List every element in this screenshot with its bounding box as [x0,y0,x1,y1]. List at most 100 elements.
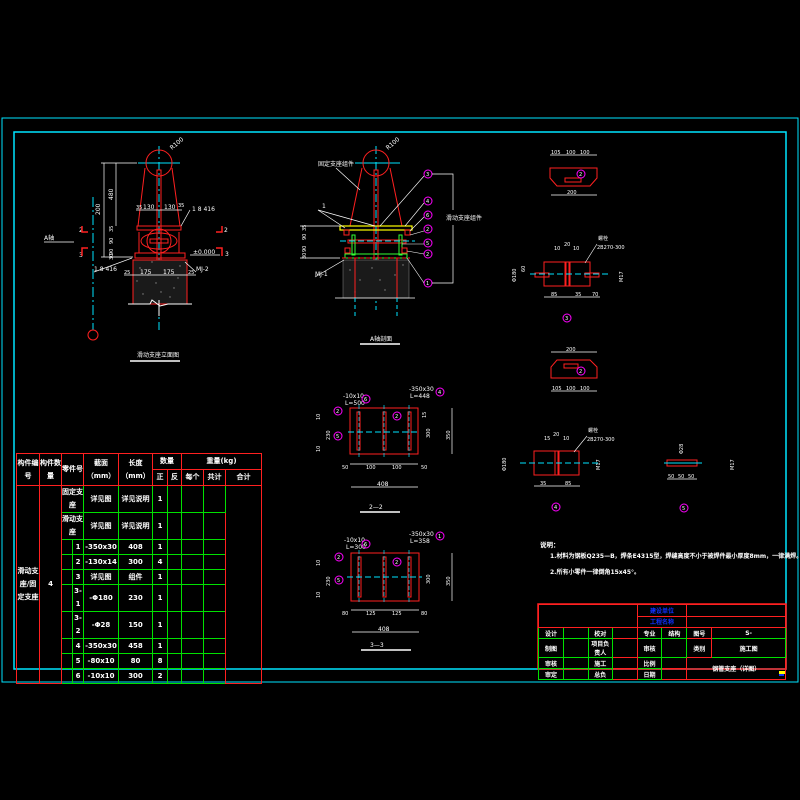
callout-number: 4 [426,199,429,205]
cell-length: 300 [118,554,153,570]
tb-cell: 日期 [636,668,663,680]
header-weight-sum: 合计 [225,469,262,486]
tb-cell [661,657,688,669]
axis-label: M17 [619,271,625,282]
cell-item: 3-2 [72,611,84,639]
header-section: 截面（mm） [83,453,119,486]
callout-number: 5 [336,434,339,440]
dim-text: 350 [446,576,452,586]
detail-2: 15 20 10 螺栓 2B270-300 Φ180 35 85 M17 4 [502,427,615,512]
dim-text: 125 [392,611,402,617]
dim-text: Φ180 [502,458,508,471]
dim-text: 230 [326,430,332,440]
callout-number: 2 [337,555,340,561]
cell-length: 230 [118,584,153,612]
tb-cell: 总负 [587,668,613,680]
view-title: 2—2 [369,504,383,511]
tb-cell: 审核 [538,657,564,669]
dim-text: 25 [124,270,130,276]
dim-text: 35 [575,292,581,298]
cell-item: 2 [72,554,84,570]
callout-number: 1 [426,281,429,287]
cell-item: 滑动支座 [61,512,84,540]
tb-cell [611,638,638,658]
dim-text: 350 [446,430,452,440]
dim-text: 70 [592,292,598,298]
dim-text: 100 [366,465,376,471]
cell-item: 6 [72,668,84,684]
dim-text: 10 [316,560,322,566]
cell-item: 5 [72,653,84,669]
section-2-2-view: -10x10 L=500 6 -350x30 L=448 4 2 2 5 50 … [316,386,453,513]
dim-text: 130 [143,204,155,211]
cell-qty: 1 [152,611,168,639]
dim-text: Φ180 [512,269,518,282]
concrete-pier [132,259,188,305]
table-row: 5 -80x10 80 8 [17,653,262,669]
dim-text: 105 [551,150,561,156]
cell-length: 详见说明 [118,485,153,513]
header-qty-neg: 反 [167,469,182,486]
callout-number: 2 [579,172,582,178]
dim-text: 100 [580,386,590,392]
dim-text: 10 [563,436,569,442]
header-part-qty: 构件数量 [39,453,62,486]
callout-number: 5 [426,241,429,247]
dim-text: 85 [551,292,557,298]
header-length: 长度（mm） [118,453,153,486]
cell-qty: 1 [152,638,168,654]
dim-text: 90 [302,234,308,240]
callout-number: 6 [364,397,367,403]
dim-text: 300 [426,574,432,584]
table-row: 滑动支座 详见图 详见说明 1 [17,512,262,540]
cell-length: 150 [118,611,153,639]
plate-length: L=300 [346,544,366,551]
group-qty: 4 [39,485,62,684]
cell-section: -Φ28 [83,611,119,639]
title-block-table: 建设单位 工程名称 设计 校对 专业 结构 图号 S- 制图 项目负责人 审核 … [538,604,786,680]
dim-text: 50 [668,474,674,480]
dim-text: 100 [580,150,590,156]
weld-label: 1 8 416 [192,206,215,213]
dim-text: 10 [316,592,322,598]
view-title: 3—3 [370,642,384,649]
dim-text: 408 [377,481,389,488]
dim-text: 85 [565,481,571,487]
callout-number: 3 [565,316,568,322]
detail-3: Φ28 50 50 50 M17 5 [664,444,736,513]
header-weight-each: 每个 [181,469,204,486]
dim-text: 200 [567,190,577,196]
cell-item: 4 [72,638,84,654]
client-label: 建设单位 [636,604,688,617]
dim-text: 35 [302,225,308,231]
dim-text: 50 [342,465,348,471]
dim-text: 35 [178,203,184,209]
cell-section: -350x30 [83,539,119,555]
cell-item: 3-1 [72,584,84,612]
header-item-no: 零件号 [61,453,84,486]
dim-text: 100 [566,150,576,156]
dim-text: 200 [95,203,102,215]
tb-cell: 项目负责人 [587,638,613,658]
cell-section: -130x14 [83,554,119,570]
tb-cell [562,627,589,639]
header-weight-total: 共计 [203,469,226,486]
tb-cell: 制图 [538,638,564,658]
dim-text: 480 [108,188,115,200]
top-plate-label: -350x30 [409,386,434,393]
dim-text: 50 [678,474,684,480]
cell-length: 组件 [118,569,153,585]
top-plate-label: -350x30 [409,531,434,538]
dim-text: 50 [421,465,427,471]
table-row: 滑动支座/固定支座 4 固定支座 详见图 详见说明 1 [16,485,262,684]
callout-number: 1 [438,534,441,540]
title-row: 设计 校对 专业 结构 图号 S- [538,627,786,639]
callouts: 3 4 6 2 5 2 1 [379,169,433,288]
cell-section: 详见图 [83,485,119,513]
tb-cell [611,657,638,669]
plate-label: -10x10 [344,537,365,544]
tb-cell: 结构 [661,627,688,639]
tb-cell [562,657,589,669]
cell-qty: 1 [152,569,168,585]
